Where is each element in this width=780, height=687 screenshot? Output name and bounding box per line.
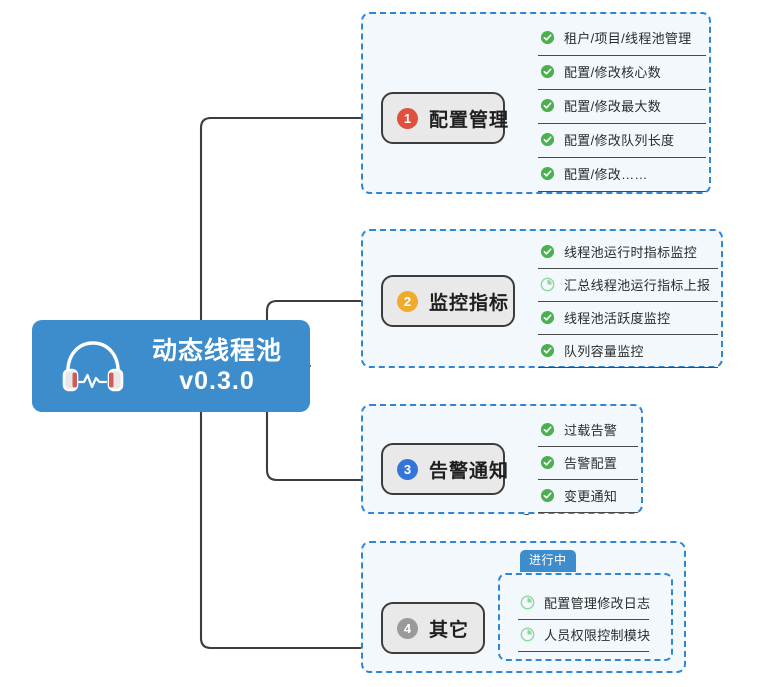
check-circle-icon [540, 455, 555, 470]
subitem-label: 配置管理修改日志 [544, 596, 651, 611]
branch-label-1: 配置管理 [429, 109, 510, 131]
subitem[interactable]: 配置/修改队列长度 [538, 124, 706, 158]
subitem-label: 配置/修改队列长度 [564, 133, 675, 148]
root-text-block: 动态线程池 v0.3.0 [134, 336, 310, 397]
subitem-label: 人员权限控制模块 [544, 628, 651, 643]
nested-group-container-4 [498, 573, 673, 661]
subitem[interactable]: 配置/修改核心数 [538, 56, 706, 90]
subitem-label: 变更通知 [564, 488, 618, 504]
check-circle-icon [540, 132, 555, 147]
subitem[interactable]: 配置管理修改日志 [518, 588, 651, 620]
branch-node-4[interactable]: 4 其它 [381, 602, 485, 654]
pending-clock-icon [540, 277, 555, 292]
headphones-waveform-icon [58, 337, 128, 395]
check-circle-icon [540, 244, 555, 259]
branch-badge-2: 2 [397, 290, 418, 312]
check-circle-icon [540, 64, 555, 79]
subitem[interactable]: 线程池运行时指标监控 [538, 236, 718, 269]
root-node[interactable]: 动态线程池 v0.3.0 [32, 320, 310, 412]
subitem[interactable]: 过载告警 [538, 414, 638, 447]
subitem[interactable]: 配置/修改最大数 [538, 90, 706, 124]
subitem-list-2: 线程池运行时指标监控汇总线程池运行指标上报线程池活跃度监控队列容量监控 [538, 236, 718, 368]
subitem[interactable]: 队列容量监控 [538, 335, 718, 368]
check-circle-icon [540, 166, 555, 181]
subitem-list-4: 配置管理修改日志人员权限控制模块 [518, 588, 651, 652]
branch-node-1[interactable]: 1 配置管理 [381, 92, 508, 144]
branch-node-2[interactable]: 2 监控指标 [381, 275, 515, 327]
status-badge-in-progress: 进行中 [520, 550, 576, 573]
subitem-label: 配置/修改核心数 [564, 65, 662, 80]
pending-clock-icon [520, 627, 535, 642]
subitem[interactable]: 人员权限控制模块 [518, 620, 651, 652]
pending-clock-icon [520, 595, 535, 610]
subitem-label: 线程池运行时指标监控 [564, 244, 698, 260]
branch-badge-3: 3 [397, 458, 418, 480]
subitem-label: 租户/项目/线程池管理 [564, 31, 692, 46]
branch-label-3: 告警通知 [429, 460, 510, 482]
subitem-label: 队列容量监控 [564, 343, 644, 359]
branch-node-3[interactable]: 3 告警通知 [381, 443, 508, 495]
subitem-list-1: 租户/项目/线程池管理配置/修改核心数配置/修改最大数配置/修改队列长度配置/修… [538, 22, 706, 192]
subitem[interactable]: 配置/修改…… [538, 158, 706, 192]
check-circle-icon [540, 30, 555, 45]
root-version: v0.3.0 [179, 367, 255, 395]
subitem-label: 过载告警 [564, 422, 618, 438]
subitem-list-3: 过载告警告警配置变更通知 [538, 414, 638, 513]
branch-label-4: 其它 [429, 619, 470, 641]
branch-label-2: 监控指标 [429, 292, 510, 314]
subitem-label: 配置/修改…… [564, 167, 648, 182]
branch-badge-4: 4 [397, 617, 418, 639]
subitem[interactable]: 汇总线程池运行指标上报 [538, 269, 718, 302]
check-circle-icon [540, 343, 555, 358]
check-circle-icon [540, 98, 555, 113]
subitem-label: 线程池活跃度监控 [564, 310, 671, 326]
check-circle-icon [540, 310, 555, 325]
branch-badge-1: 1 [397, 107, 418, 129]
check-circle-icon [540, 422, 555, 437]
check-circle-icon [540, 488, 555, 503]
subitem-label: 汇总线程池运行指标上报 [564, 277, 711, 293]
subitem[interactable]: 租户/项目/线程池管理 [538, 22, 706, 56]
subitem[interactable]: 告警配置 [538, 447, 638, 480]
subitem-label: 配置/修改最大数 [564, 99, 662, 114]
subitem-label: 告警配置 [564, 455, 618, 471]
subitem[interactable]: 变更通知 [538, 480, 638, 513]
root-title: 动态线程池 [151, 336, 282, 365]
subitem[interactable]: 线程池活跃度监控 [538, 302, 718, 335]
